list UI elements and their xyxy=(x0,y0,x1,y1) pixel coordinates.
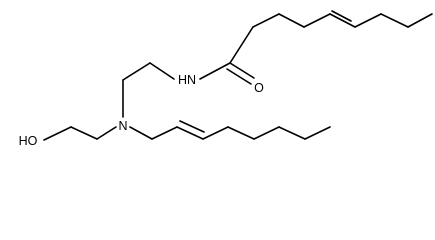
bond-ch2-ch2 xyxy=(122,62,151,81)
bond-hn-ch2 xyxy=(149,62,175,80)
bond-ch2-oh xyxy=(43,126,72,141)
bond-c5-c6 xyxy=(253,126,280,140)
bond-c1-c2 xyxy=(151,126,178,140)
octenyl-chain xyxy=(129,120,331,140)
tertiary-nitrogen-label: N xyxy=(118,119,127,133)
bond-c7-c6 xyxy=(380,13,409,28)
bond-c4-c3 xyxy=(303,13,331,28)
amide-nitrogen-label: HN xyxy=(178,73,196,87)
amide-group xyxy=(199,62,255,85)
bond-carbonyl-double xyxy=(229,62,255,79)
carbonyl-oxygen-label: O xyxy=(254,81,264,95)
bond-c7-c8 xyxy=(304,126,331,140)
bond-c2-c1 xyxy=(252,13,280,28)
bond-c1-c0 xyxy=(229,26,254,64)
bond-c6-c5 xyxy=(354,13,382,28)
bond-c5-c4-double xyxy=(329,13,356,28)
chemical-structure: HN O N HO xyxy=(19,10,433,148)
bond-n-c1 xyxy=(129,126,153,140)
bond-carbonyl-double-inner xyxy=(226,68,252,85)
bond-c5-c4-double-inner xyxy=(331,10,352,22)
bond-c3-c4 xyxy=(202,126,229,140)
bond-ch2-ch2-oh xyxy=(70,126,98,140)
bond-c2-c3-double-inner xyxy=(179,120,205,133)
bond-c3-c2 xyxy=(278,13,305,28)
bond-n-ch2 xyxy=(96,126,117,140)
hydroxyl-label: HO xyxy=(19,134,38,148)
bond-c2-c3-double xyxy=(176,126,204,140)
bond-c8-c7 xyxy=(407,13,433,28)
bond-carbonyl-amide-n xyxy=(199,62,231,80)
bond-c4-c5 xyxy=(227,126,255,140)
atom-labels: HN O N HO xyxy=(19,73,265,148)
bond-c6-c7 xyxy=(278,126,306,140)
hydroxyethyl-arm xyxy=(43,126,117,141)
ethylene-linker xyxy=(122,62,175,118)
octenoyl-chain xyxy=(229,10,433,64)
